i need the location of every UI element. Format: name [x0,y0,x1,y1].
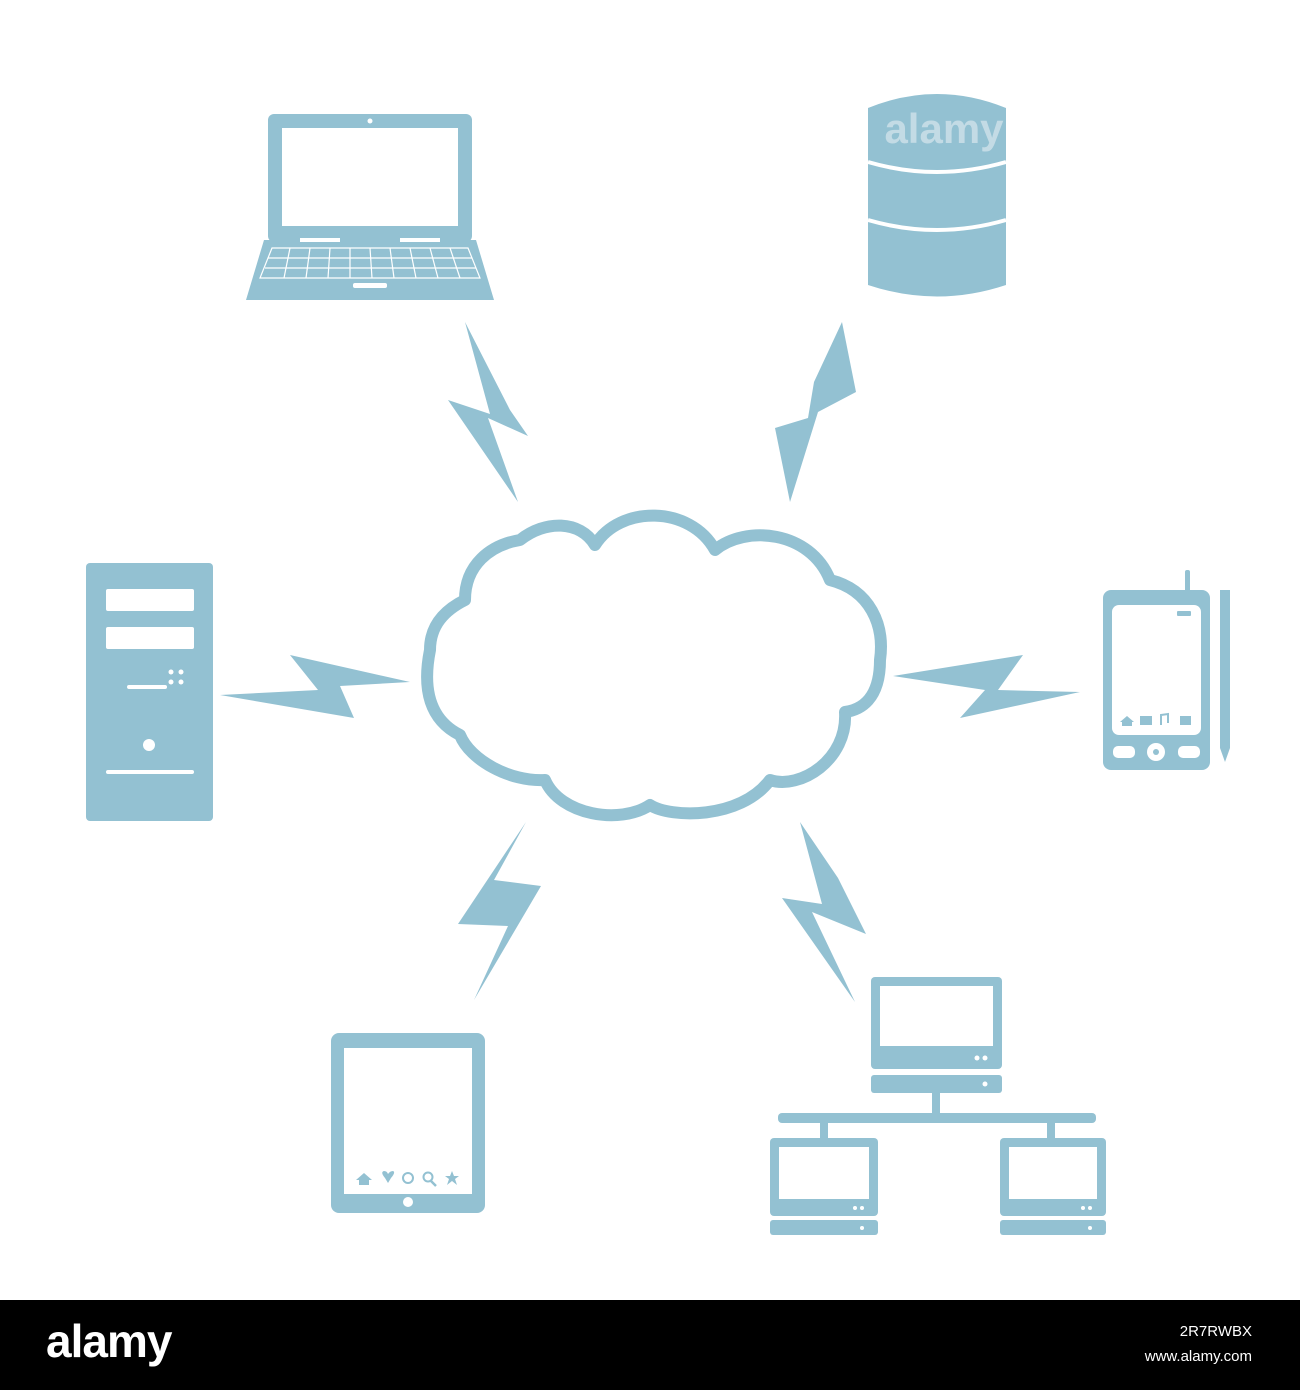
network-diagram: alamy [86,94,1230,1235]
cloud-icon [421,509,887,822]
database-watermark: alamy [884,105,1004,152]
lightning-bolt-smartphone [893,655,1080,718]
lightning-bolt-network [782,822,866,1002]
network-icon [770,977,1106,1235]
smartphone-icon [1103,570,1230,770]
tablet-icon [331,1033,485,1213]
image-id: 2R7RWBX [1179,1323,1252,1340]
lightning-bolt-database [775,322,856,502]
lightning-bolt-laptop [448,322,528,502]
desktop-tower-icon [86,563,213,821]
database-icon [867,94,1007,297]
lightning-bolt-desktop [220,655,410,718]
laptop-icon [246,114,494,300]
alamy-logo: alamy [46,1315,172,1367]
footer-bar: alamy 2R7RWBX www.alamy.com [0,1300,1300,1390]
lightning-bolt-tablet [458,822,541,1000]
footer-url: www.alamy.com [1144,1348,1252,1365]
